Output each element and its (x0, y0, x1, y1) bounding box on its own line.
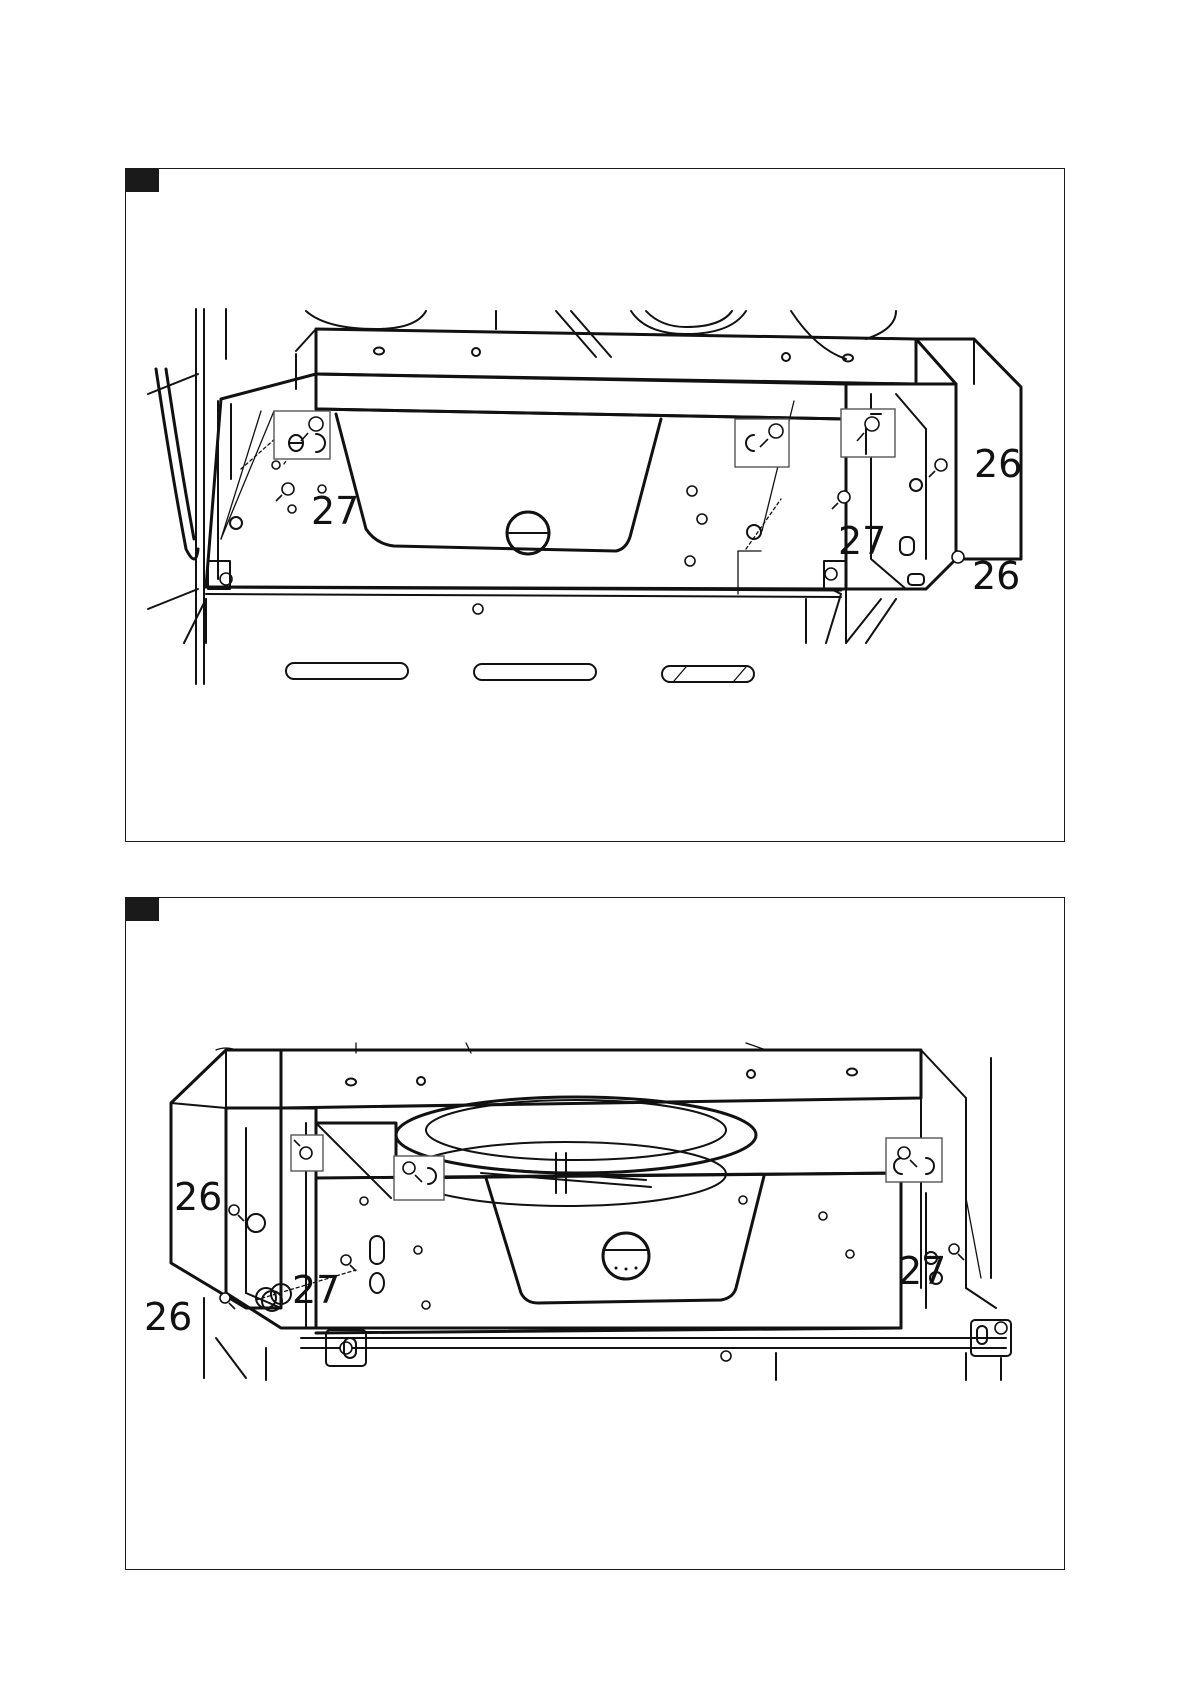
callout-27-left: 27 (311, 489, 359, 533)
callout-26-lower: 26 (144, 1295, 192, 1339)
detail-box-middle (394, 1156, 444, 1200)
detail-box-middle (735, 419, 789, 467)
callout-27-right: 27 (838, 519, 886, 563)
hood-assembly-drawing-top: 27 27 26 26 (126, 169, 1066, 843)
callout-26-upper: 26 (174, 1175, 222, 1219)
callout-27-right: 27 (898, 1249, 946, 1293)
detail-box-right (841, 409, 895, 457)
lower-cabinet (184, 599, 806, 682)
detail-box-left (274, 411, 330, 459)
callout-27-left: 27 (292, 1268, 340, 1312)
figure-panel-2: 26 26 27 27 (125, 897, 1065, 1570)
hood-assembly-drawing-bottom: 26 26 27 27 (126, 898, 1066, 1571)
callout-26-upper: 26 (974, 442, 1022, 486)
fan-disc (396, 1097, 756, 1206)
detail-box-right (886, 1138, 942, 1182)
detail-box-left (291, 1135, 323, 1171)
front-panel (206, 354, 846, 614)
callout-26-lower: 26 (972, 554, 1020, 598)
lower-shelf (266, 1348, 1001, 1380)
figure-panel-1: 27 27 26 26 (125, 168, 1065, 842)
